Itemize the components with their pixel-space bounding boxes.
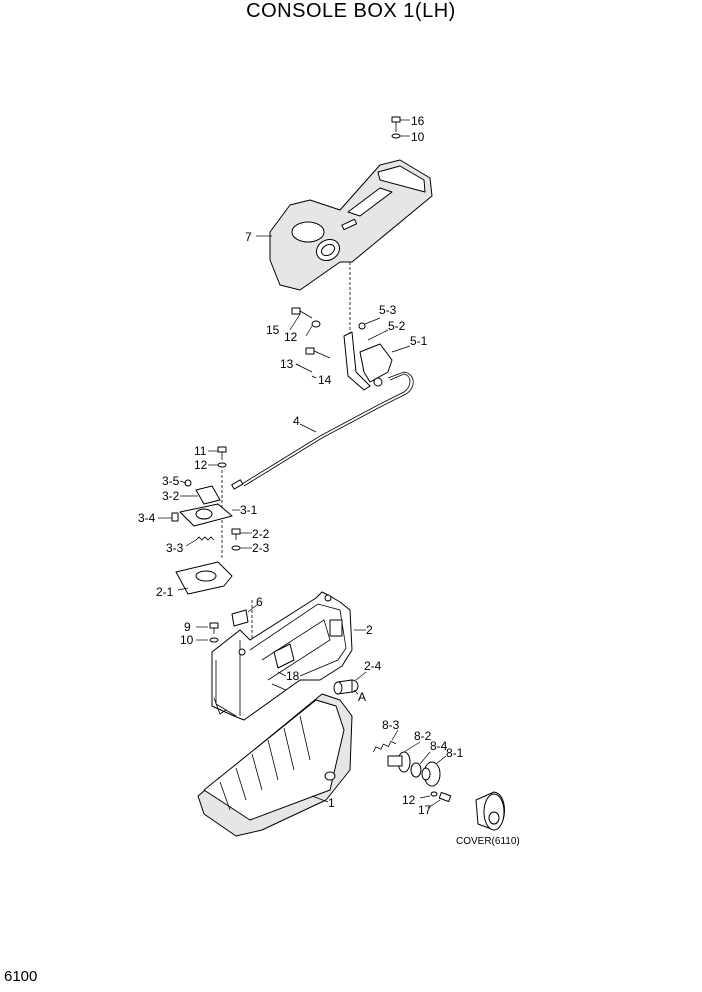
- disc-8-2: [387, 751, 411, 773]
- callout-11: 11: [194, 444, 207, 458]
- callout-5-3: 5-3: [379, 303, 397, 317]
- spring-3-3: [195, 536, 215, 541]
- diagram-title: CONSOLE BOX 1(LH): [246, 0, 456, 22]
- upper-cover-7: [269, 159, 433, 291]
- washer-10: [391, 133, 401, 139]
- callout-8-4: 8-4: [430, 739, 448, 753]
- callout-2-4: 2-4: [364, 659, 382, 673]
- callout-10b: 10: [180, 633, 194, 647]
- callout-A: A: [358, 690, 366, 704]
- callout-10: 10: [411, 130, 425, 144]
- bolt-15: [291, 307, 313, 319]
- bracket-2-1: [175, 561, 233, 595]
- callout-12: 12: [284, 330, 298, 344]
- lower-box-1: [197, 693, 353, 837]
- washer-12: [311, 320, 321, 328]
- callout-2: 2: [366, 623, 373, 637]
- callout-9: 9: [184, 620, 191, 634]
- callout-5-2: 5-2: [388, 319, 406, 333]
- callout-16: 16: [411, 114, 425, 128]
- nut-5-3: [358, 322, 366, 330]
- bracket-3-2: [195, 485, 221, 505]
- bolt-17: [438, 791, 452, 803]
- lever-5-1: [359, 343, 393, 387]
- callout-1: 1: [328, 796, 335, 810]
- callout-2-2: 2-2: [252, 527, 270, 541]
- spring-8-3: [373, 740, 397, 753]
- bracket-5-2: [343, 331, 371, 391]
- cable-4: [231, 371, 414, 490]
- callout-13: 13: [280, 357, 294, 371]
- callout-7: 7: [245, 230, 252, 244]
- callout-8-1: 8-1: [446, 746, 464, 760]
- callout-cover: COVER(6110): [456, 836, 520, 847]
- callout-6: 6: [256, 595, 263, 609]
- callout-14: 14: [318, 373, 332, 387]
- callout-8-3: 8-3: [382, 718, 400, 732]
- callout-3-3: 3-3: [166, 541, 184, 555]
- bolt-13: [305, 347, 331, 359]
- callout-2-3: 2-3: [252, 541, 270, 555]
- callout-8-2: 8-2: [414, 729, 432, 743]
- callout-3-5: 3-5: [162, 474, 180, 488]
- bolt-16: [391, 116, 401, 132]
- callout-17: 17: [418, 803, 432, 817]
- callout-3-4: 3-4: [138, 511, 156, 525]
- washer-10b: [209, 637, 219, 643]
- bolt-2-2: [231, 528, 241, 540]
- callout-3-1: 3-1: [240, 503, 258, 517]
- callout-12c: 12: [402, 793, 416, 807]
- clip-6: [231, 609, 249, 627]
- bolt-11: [217, 446, 227, 460]
- plate-3-1: [179, 503, 233, 527]
- frame-2: [211, 591, 353, 721]
- callout-5-1: 5-1: [410, 334, 428, 348]
- washer-12b: [217, 462, 227, 468]
- bolt-3-4: [171, 512, 179, 522]
- bolt-9: [209, 622, 219, 634]
- callout-18: 18: [286, 669, 300, 683]
- callout-4: 4: [293, 414, 300, 428]
- spacer-2-4: [333, 679, 359, 695]
- page-number: 6100: [4, 968, 38, 985]
- washer-12c: [430, 791, 438, 797]
- hub-8-1: [421, 761, 441, 787]
- callout-12b: 12: [194, 458, 208, 472]
- cover-knob: [475, 791, 505, 831]
- callout-3-2: 3-2: [162, 489, 180, 503]
- callout-15: 15: [266, 323, 280, 337]
- washer-2-3: [231, 545, 241, 551]
- ring-8-4: [410, 762, 422, 778]
- callout-2-1: 2-1: [156, 585, 174, 599]
